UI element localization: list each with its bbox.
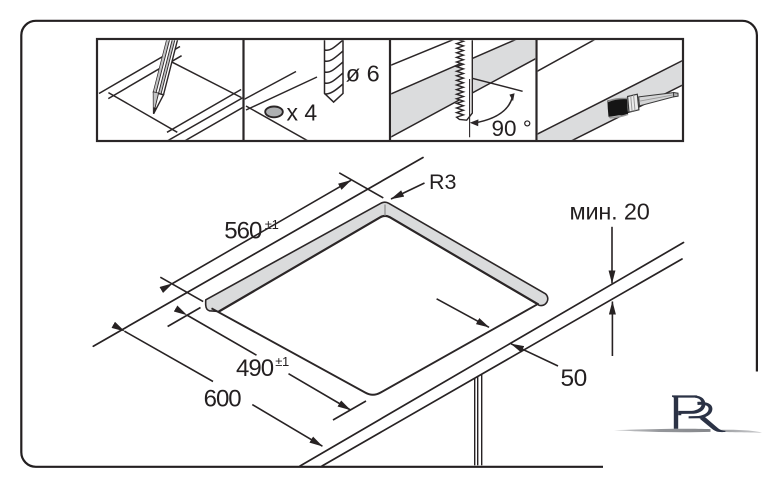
- svg-text:ø 6: ø 6: [346, 60, 380, 86]
- svg-text:560: 560: [224, 218, 262, 245]
- svg-text:±1: ±1: [275, 354, 289, 369]
- svg-text:R3: R3: [429, 170, 457, 194]
- svg-text:50: 50: [561, 365, 587, 392]
- svg-text:90 °: 90 °: [492, 116, 532, 141]
- svg-text:600: 600: [204, 385, 242, 412]
- svg-text:±1: ±1: [265, 217, 279, 232]
- svg-text:мин. 20: мин. 20: [570, 199, 650, 225]
- svg-text:490: 490: [236, 355, 274, 382]
- svg-text:x 4: x 4: [287, 99, 318, 125]
